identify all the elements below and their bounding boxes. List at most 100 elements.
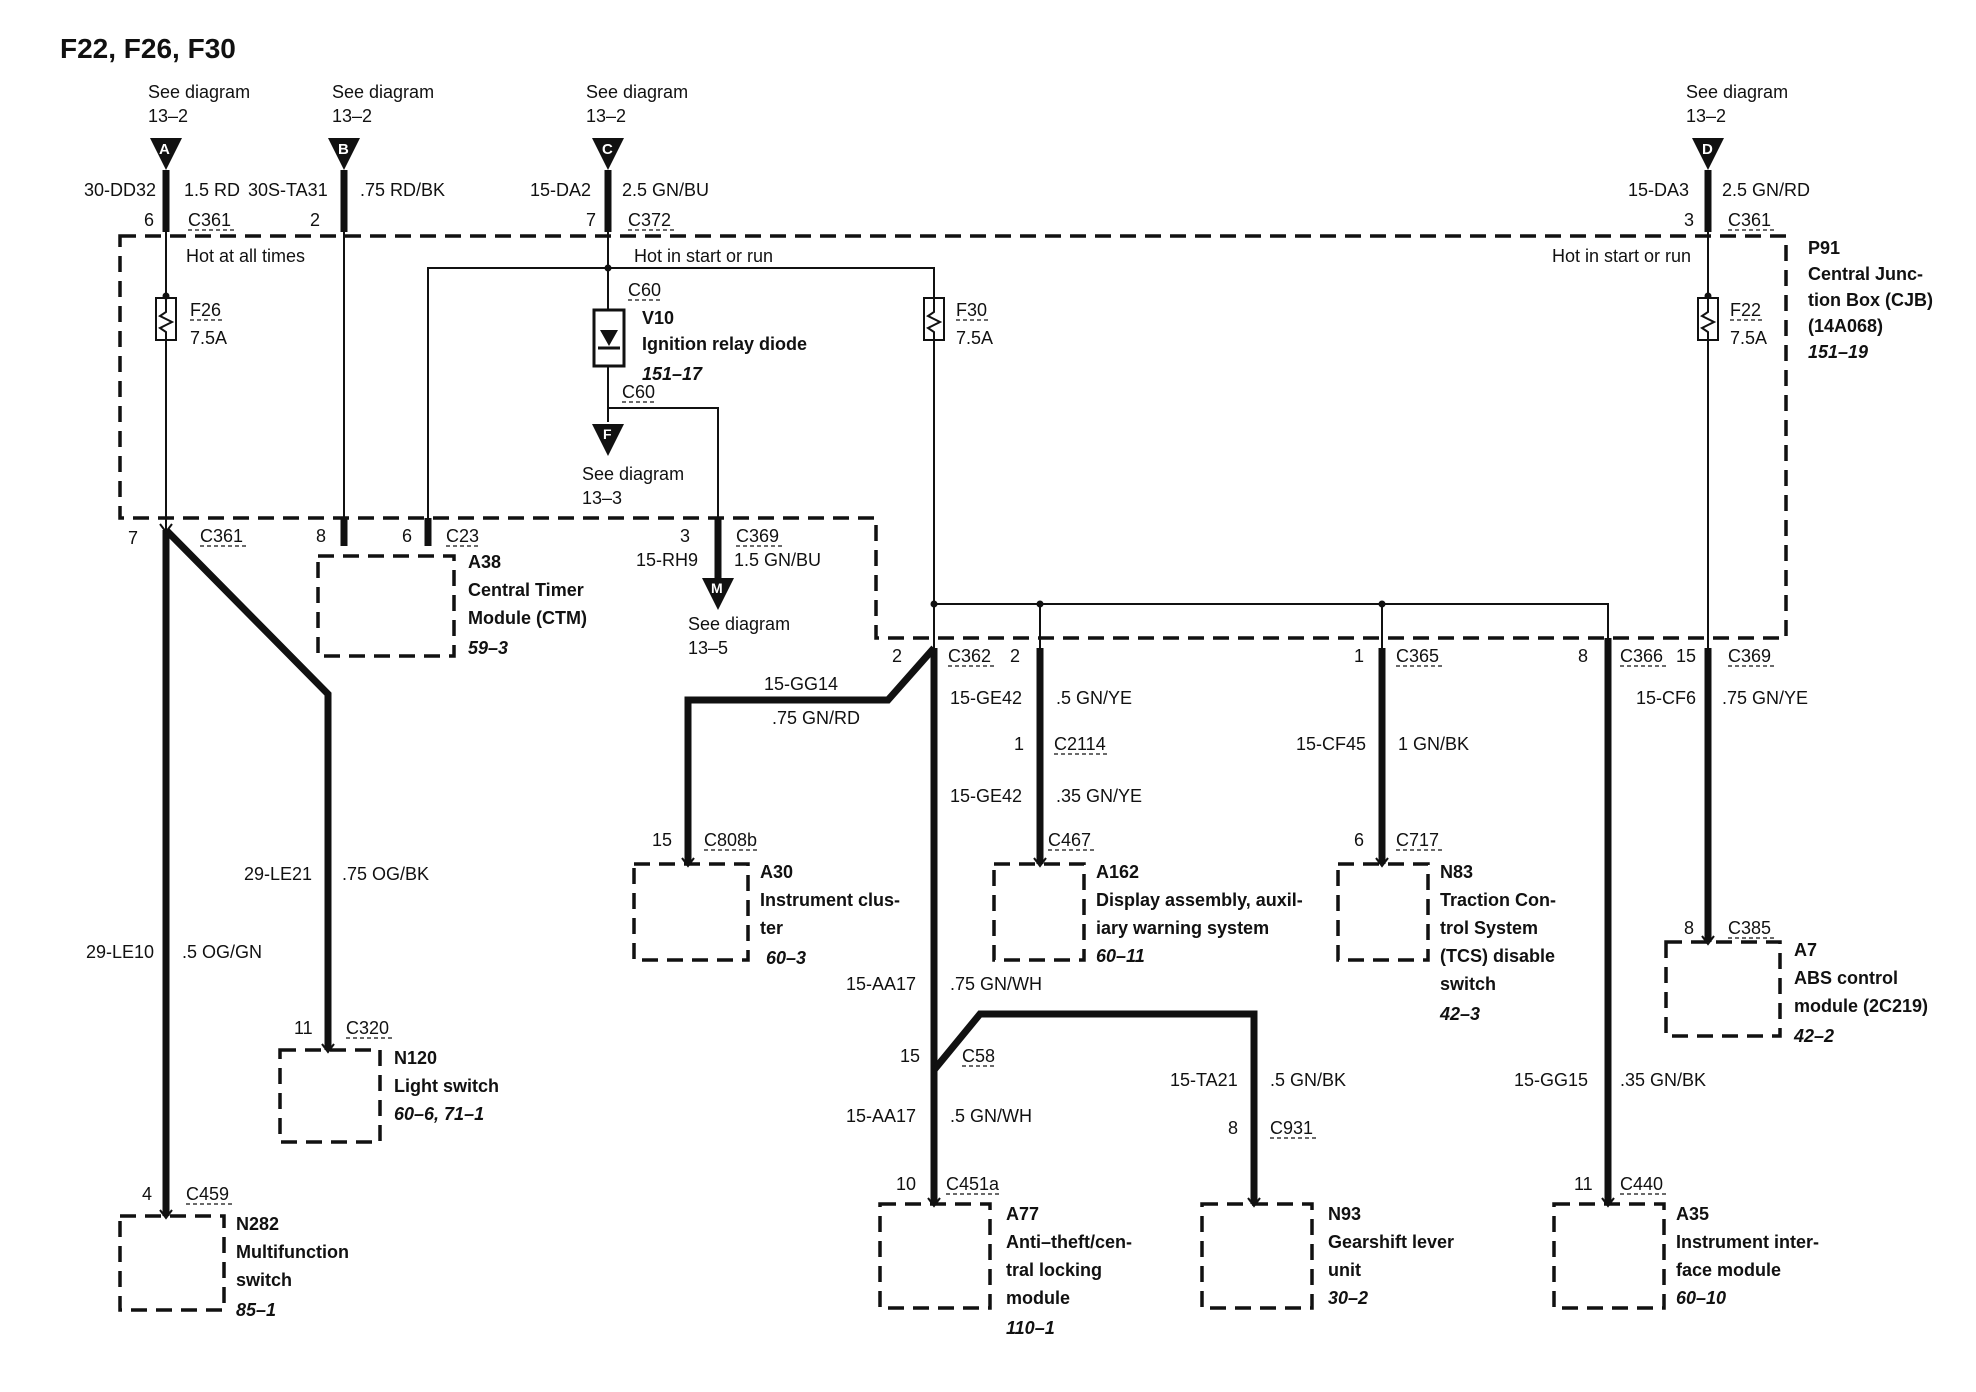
hot-all-times: Hot at all times [186,246,305,266]
component-n120 [278,1048,382,1144]
n120-conn: C320 [346,1018,389,1038]
ref-d: See diagram 13–2 D [1686,82,1788,170]
a30-pin: 15 [652,830,672,850]
conn-c361-b: C361 [200,526,243,546]
a162-line2: iary warning system [1096,918,1269,938]
cjb-outline [118,234,1788,640]
wire-ta21-circuit: 15-TA21 [1170,1070,1238,1090]
n120-id: N120 [394,1048,437,1068]
a7-id: A7 [1794,940,1817,960]
wire-aa17b-circuit: 15-AA17 [846,1106,916,1126]
n83-line4: switch [1440,974,1496,994]
a7-pin: 8 [1684,918,1694,938]
a77-conn: C451a [946,1174,1000,1194]
hot-start-run-2: Hot in start or run [1552,246,1691,266]
conn-c58: C58 [962,1046,995,1066]
conn-c23: C23 [446,526,479,546]
ref-c-label: See diagram [586,82,688,102]
a30-line2: ter [760,918,783,938]
a35-pin: 11 [1574,1174,1593,1194]
pin-d: 3 [1684,210,1694,230]
ref-f-triangle [592,424,624,456]
conn-c365: C365 [1396,646,1439,666]
conn-c369: C369 [736,526,779,546]
ref-f-page: 13–3 [582,488,622,508]
diode-conn-bottom: C60 [622,382,655,402]
diode-name: Ignition relay diode [642,334,807,354]
n93-ref: 30–2 [1328,1288,1368,1308]
n83-line1: Traction Con- [1440,890,1556,910]
fuse-f26-name: F26 [190,300,221,320]
wire-c-gauge: 2.5 GN/BU [622,180,709,200]
pin-a: 6 [144,210,154,230]
ref-m-page: 13–5 [688,638,728,658]
conn-c: C372 [628,210,671,230]
wire-cf45-circuit: 15-CF45 [1296,734,1366,754]
wire-ge42b-circuit: 15-GE42 [950,786,1022,806]
wire-ge42b-gauge: .35 GN/YE [1056,786,1142,806]
a35-line1: Instrument inter- [1676,1232,1819,1252]
ref-b: See diagram 13–2 B [328,82,434,170]
wire-cf6-gauge: .75 GN/YE [1722,688,1808,708]
component-a30 [632,862,750,962]
component-a38 [316,554,456,658]
ref-c-page: 13–2 [586,106,626,126]
component-a35 [1552,1202,1666,1310]
a35-ref: 60–10 [1676,1288,1726,1308]
fuse-f30-name: F30 [956,300,987,320]
n282-conn: C459 [186,1184,229,1204]
fuse-f22-rating: 7.5A [1730,328,1767,348]
conn-a: C361 [188,210,231,230]
a30-id: A30 [760,862,793,882]
a77-ref: 110–1 [1006,1318,1055,1338]
n120-pin: 11 [294,1018,313,1038]
wire-aa17b-gauge: .5 GN/WH [950,1106,1032,1126]
fuse-f22-name: F22 [1730,300,1761,320]
pin-c58: 15 [900,1046,920,1066]
n93-id: N93 [1328,1204,1361,1224]
a162-ref: 60–11 [1096,946,1145,966]
pin-1: 1 [1354,646,1364,666]
ref-d-triangle [1692,138,1724,170]
cjb-id: P91 [1808,238,1840,258]
a38-ref: 59–3 [468,638,508,658]
a77-id: A77 [1006,1204,1039,1224]
a77-line3: module [1006,1288,1070,1308]
pin-2b: 2 [1010,646,1020,666]
n83-conn: C717 [1396,830,1439,850]
wire-m-circuit: 15-RH9 [636,550,698,570]
conn-d: C361 [1728,210,1771,230]
n83-line3: (TCS) disable [1440,946,1555,966]
diode-id: V10 [642,308,674,328]
a77-line2: tral locking [1006,1260,1102,1280]
n93-line1: Gearshift lever [1328,1232,1454,1252]
component-a162 [992,862,1086,962]
wire-gg15-gauge: .35 GN/BK [1620,1070,1706,1090]
a77-line1: Anti–theft/cen- [1006,1232,1132,1252]
pin-c: 7 [586,210,596,230]
a35-line2: face module [1676,1260,1781,1280]
wire-le21-gauge: .75 OG/BK [342,864,429,884]
wire-d-circuit: 15-DA3 [1628,180,1689,200]
n282-ref: 85–1 [236,1300,276,1320]
pin-c931: 8 [1228,1118,1238,1138]
a162-line1: Display assembly, auxil- [1096,890,1303,910]
conn-c369b: C369 [1728,646,1771,666]
a7-conn: C385 [1728,918,1771,938]
a38-id: A38 [468,552,501,572]
wire-aa17a-circuit: 15-AA17 [846,974,916,994]
a30-ref: 60–3 [766,948,806,968]
component-n83 [1336,862,1430,962]
n120-ref: 60–6, 71–1 [394,1104,484,1124]
wire-gg15-circuit: 15-GG15 [1514,1070,1588,1090]
conn-c2114: C2114 [1054,734,1106,754]
ref-b-label: See diagram [332,82,434,102]
connector-chevrons [159,523,1715,1220]
wire-cf45-gauge: 1 GN/BK [1398,734,1469,754]
wire-le10-gauge: .5 OG/GN [182,942,262,962]
conn-c366: C366 [1620,646,1663,666]
a7-ref: 42–2 [1793,1026,1834,1046]
pin-8: 8 [316,526,326,546]
ref-c-triangle [592,138,624,170]
wire-gg14-gauge: .75 GN/RD [772,708,860,728]
